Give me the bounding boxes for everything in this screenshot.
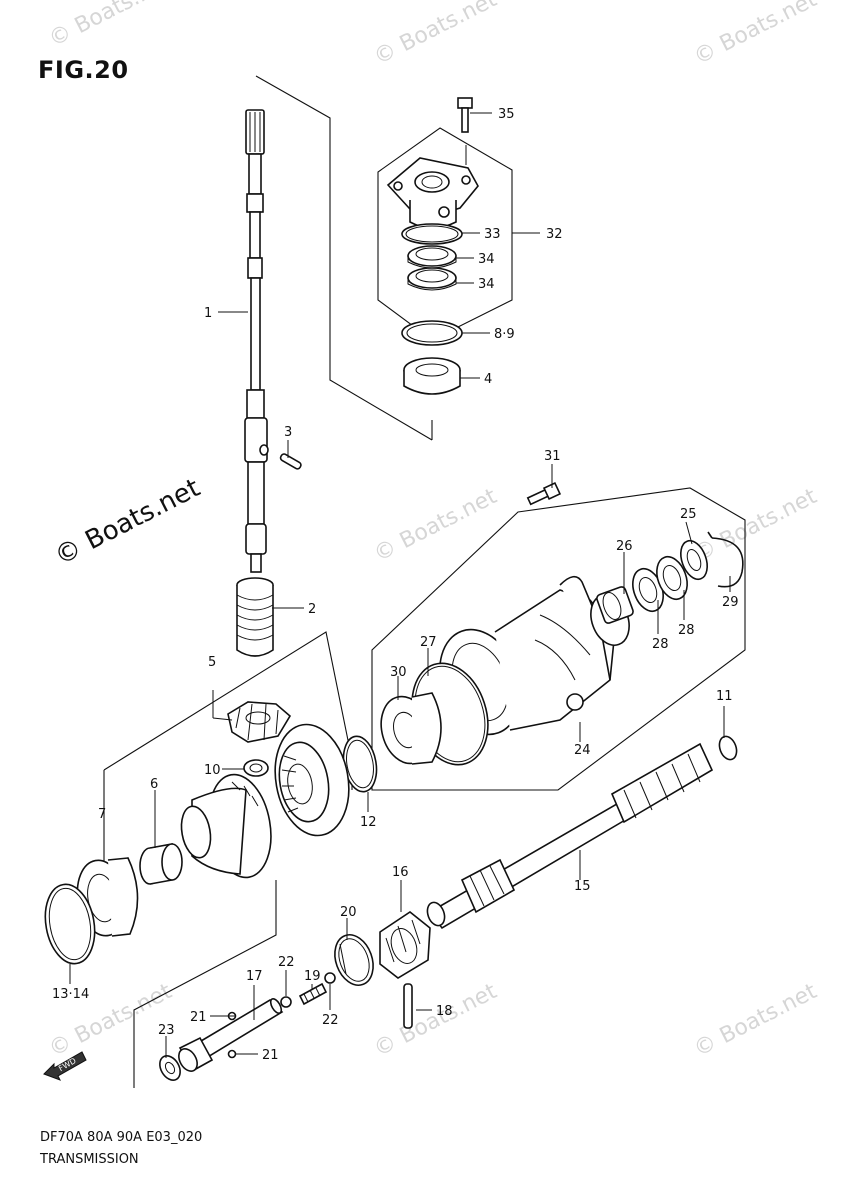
callout-17: 17 [246,969,263,984]
callout-31: 31 [544,449,561,464]
callout-10: 10 [204,763,221,778]
callout-15: 15 [574,879,591,894]
circlip[interactable] [707,531,744,588]
housing-o-ring[interactable] [401,223,463,245]
detent-ball-upper[interactable] [280,996,292,1008]
drive-shaft[interactable] [244,109,269,573]
drive-shaft-spring[interactable] [236,577,274,657]
callout-3: 3 [284,425,292,440]
pinion-nut[interactable] [243,759,269,777]
callout-20: 20 [340,905,357,920]
leader-lines [69,112,731,1058]
shift-plunger[interactable] [175,997,284,1074]
callout-30: 30 [390,665,407,680]
callout-4: 4 [484,372,492,387]
housing-bolt[interactable] [457,97,473,133]
callout-8-9: 8·9 [494,327,515,342]
detent-ball-lower[interactable] [324,972,336,984]
callout-13-14: 13·14 [52,987,89,1002]
callout-27: 27 [420,635,437,650]
callout-22b: 22 [322,1013,339,1028]
callout-33: 33 [484,227,501,242]
shift-spring[interactable] [298,982,328,1006]
callout-34b: 34 [478,277,495,292]
callout-7: 7 [98,807,106,822]
callout-5: 5 [208,655,216,670]
callout-25: 25 [680,507,697,522]
clutch-spring-ring[interactable] [328,929,380,990]
shim-ring[interactable] [401,320,463,346]
clutch-pin[interactable] [403,983,413,1029]
drive-shaft-bearing[interactable] [403,357,461,395]
callout-24: 24 [574,743,591,758]
callout-12: 12 [360,815,377,830]
propeller-shaft-bearing[interactable] [374,691,442,769]
clutch-dog[interactable] [379,911,431,979]
callout-26: 26 [616,539,633,554]
figure-title: FIG.20 [38,56,129,84]
prop-oil-seal-inner[interactable] [627,565,668,616]
section-name: TRANSMISSION [40,1152,139,1167]
plunger-washer[interactable] [156,1052,185,1084]
callout-34a: 34 [478,252,495,267]
callout-6: 6 [150,777,158,792]
forward-gear-needle-bearing[interactable] [139,843,183,885]
pinion-gear[interactable] [227,701,292,743]
group-box-gear-case [371,487,746,791]
fwd-arrow-icon: FWD [43,1051,87,1081]
callout-22a: 22 [278,955,295,970]
thrust-washer[interactable] [676,537,712,583]
propeller-shaft-ring[interactable] [716,734,739,762]
callout-19: 19 [304,969,321,984]
forward-gear[interactable] [178,770,279,883]
callout-21a: 21 [190,1010,207,1025]
callout-32: 32 [546,227,563,242]
callout-28b: 28 [678,623,695,638]
propeller-shaft[interactable] [424,742,714,930]
callout-29: 29 [722,595,739,610]
callout-11: 11 [716,689,733,704]
oil-seal-lower[interactable] [407,267,457,291]
callout-18: 18 [436,1004,453,1019]
callout-35: 35 [498,107,515,122]
reverse-gear[interactable] [267,719,357,842]
group-box-shift-plunger [133,880,277,1088]
oil-seal-upper[interactable] [407,245,457,269]
bearing-housing[interactable] [386,157,479,229]
callout-16: 16 [392,865,409,880]
group-bracket-drive-shaft [255,75,433,441]
callout-labels: 1 2 3 4 5 6 7 8·9 10 11 12 13·14 15 16 1… [52,107,739,1063]
callout-1: 1 [204,306,212,321]
callout-2: 2 [308,602,316,617]
gear-case-bolt[interactable] [526,481,562,506]
reverse-gear-shim[interactable] [339,734,380,795]
prop-oil-seal-outer[interactable] [651,553,692,604]
shaft-pin[interactable] [279,453,302,470]
model-code: DF70A 80A 90A E03_020 [40,1130,203,1145]
needle-bearing[interactable] [596,586,634,624]
callout-28a: 28 [652,637,669,652]
forward-gear-shim[interactable] [39,880,100,967]
callout-21b: 21 [262,1048,279,1063]
plunger-ball-lower[interactable] [227,1049,237,1059]
callout-23: 23 [158,1023,175,1038]
